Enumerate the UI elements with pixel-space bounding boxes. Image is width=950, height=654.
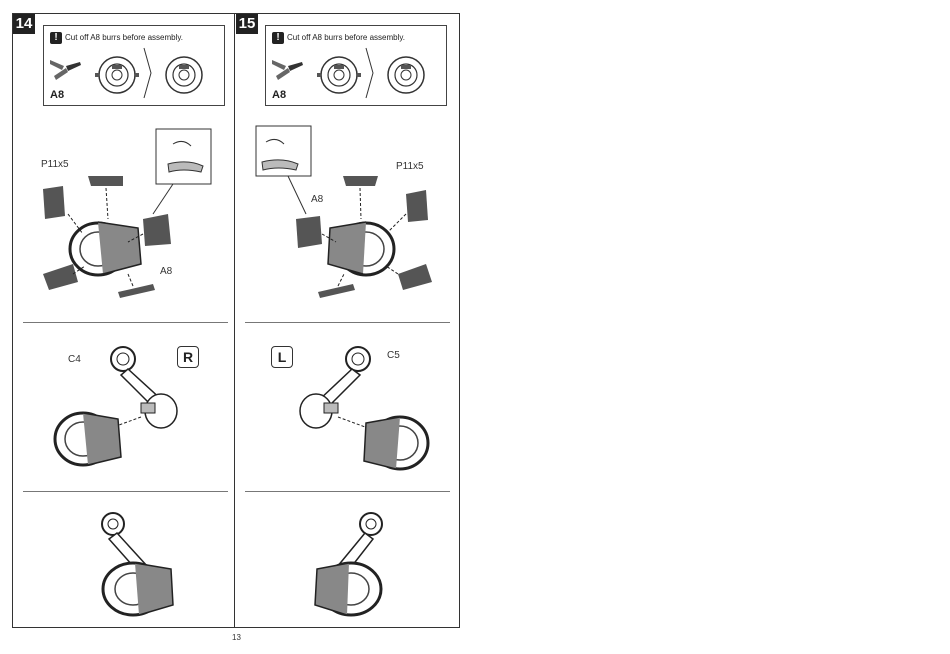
result-assembly-15 [303,509,423,619]
crank-assembly-15 [288,339,478,479]
separator [245,491,450,492]
burr-note-14: !Cut off A8 burrs before assembly. A8 [43,25,225,106]
arrow-chevron-icon [143,48,153,98]
side-badge-l: L [271,346,293,368]
note-part-label: A8 [272,89,286,101]
step-divider [234,14,235,627]
part-a8-before-icon [314,50,364,100]
result-assembly-14 [93,509,213,619]
step-number-14: 14 [13,14,35,34]
warning-icon: ! [272,32,284,44]
part-a8-after-icon [159,50,209,100]
note-part-label: A8 [50,89,64,101]
nipper-icon [270,52,310,82]
part-label-p11: P11x5 [396,161,424,172]
step-number-15: 15 [236,14,258,34]
exploded-assembly-14 [23,124,223,314]
warning-icon: ! [50,32,62,44]
side-badge-r: R [177,346,199,368]
exploded-assembly-15 [248,124,448,314]
rod-label-c5: C5 [387,350,400,361]
note-text: Cut off A8 burrs before assembly. [65,33,183,42]
part-label-a8: A8 [160,266,172,277]
note-text: Cut off A8 burrs before assembly. [287,33,405,42]
separator [23,322,228,323]
part-a8-after-icon [381,50,431,100]
nipper-icon [48,52,88,82]
instruction-sheet: 14 !Cut off A8 burrs before assembly. A8 [12,13,460,628]
part-label-p11: P11x5 [41,159,69,170]
separator [245,322,450,323]
burr-note-15: !Cut off A8 burrs before assembly. A8 [265,25,447,106]
part-label-a8: A8 [311,194,323,205]
arrow-chevron-icon [365,48,375,98]
part-a8-before-icon [92,50,142,100]
page-number: 13 [232,633,241,642]
separator [23,491,228,492]
rod-label-c4: C4 [68,354,81,365]
